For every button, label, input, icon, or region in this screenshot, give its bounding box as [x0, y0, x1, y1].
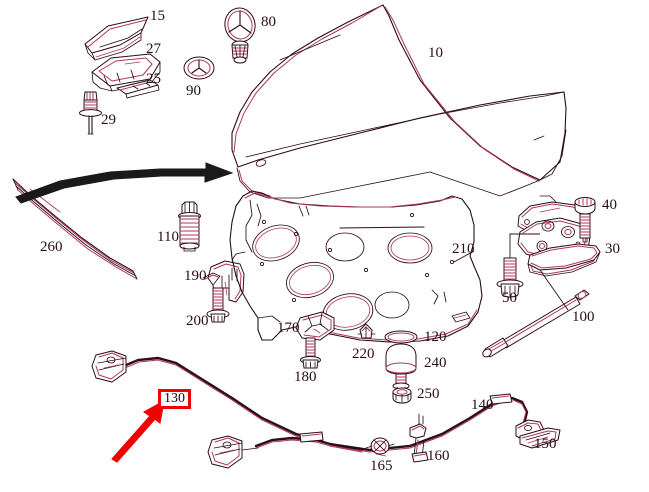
- part-170-retainer-clip: [295, 311, 335, 341]
- part-200-bolt: [206, 287, 230, 323]
- callout-label-29: 29: [101, 112, 116, 128]
- callout-label-50: 50: [502, 290, 517, 306]
- callout-label-110: 110: [157, 229, 179, 245]
- part-50-hinge-bolt: [496, 233, 540, 298]
- callout-label-165: 165: [370, 458, 393, 474]
- part-180-screw: [300, 337, 321, 369]
- callout-label-90: 90: [186, 83, 201, 99]
- callout-label-220: 220: [352, 346, 375, 362]
- callout-label-40: 40: [602, 197, 617, 213]
- part-240-rubber-buffer: [385, 343, 417, 393]
- callout-label-80: 80: [261, 14, 276, 30]
- part-40-hinge-bolt: [574, 197, 596, 243]
- part-100-gas-strut: [482, 269, 590, 358]
- part-10-hood-panel: [231, 4, 567, 199]
- callout-label-10: 10: [428, 45, 443, 61]
- callout-label-240: 240: [424, 355, 447, 371]
- part-80-star-ornament: [224, 7, 256, 64]
- part-130-release-cable: [91, 350, 364, 469]
- part-27-scoop-trim: [91, 53, 161, 92]
- callout-label-190: 190: [184, 268, 207, 284]
- callout-label-180: 180: [294, 369, 317, 385]
- part-90-star-badge: [183, 56, 215, 80]
- part-160-cable-clamp: [409, 413, 429, 463]
- cable-bracket-left: [91, 350, 127, 383]
- part-25-retaining-strip: [116, 79, 160, 99]
- callout-label-120: 120: [424, 329, 447, 345]
- callout-label-100: 100: [572, 309, 595, 325]
- part-15-insulation-pad: [84, 16, 149, 61]
- part-120-sealing-ring: [384, 330, 418, 344]
- highlight-arrow-130: [111, 400, 165, 463]
- callout-label-200: 200: [186, 313, 209, 329]
- part-29-expanding-rivet: [79, 91, 102, 135]
- highlighted-callout-130: 130: [158, 389, 191, 409]
- part-210-inner-panel: [229, 190, 483, 343]
- callout-label-30: 30: [605, 241, 620, 257]
- callout-label-260: 260: [40, 239, 63, 255]
- cable-bracket-lower: [207, 435, 243, 469]
- part-30-hood-hinge: [517, 195, 601, 277]
- callout-label-160: 160: [427, 448, 450, 464]
- callout-label-250: 250: [417, 386, 440, 402]
- callout-label-140: 140: [471, 397, 494, 413]
- callout-label-25: 25: [146, 71, 161, 87]
- assembly-direction-arrow: [15, 162, 234, 204]
- part-250-nut: [392, 387, 412, 404]
- part-110-buffer-stop: [178, 201, 201, 252]
- part-165-cable-grommet: [365, 437, 395, 457]
- callout-label-150: 150: [534, 436, 557, 452]
- callout-label-27: 27: [146, 41, 161, 57]
- callout-label-15: 15: [150, 8, 165, 24]
- callout-label-210: 210: [452, 241, 475, 257]
- part-140-release-cable-front: [328, 393, 529, 453]
- callout-label-170: 170: [277, 320, 300, 336]
- part-220-clip: [357, 323, 376, 339]
- part-150-cable-bracket: [515, 419, 561, 449]
